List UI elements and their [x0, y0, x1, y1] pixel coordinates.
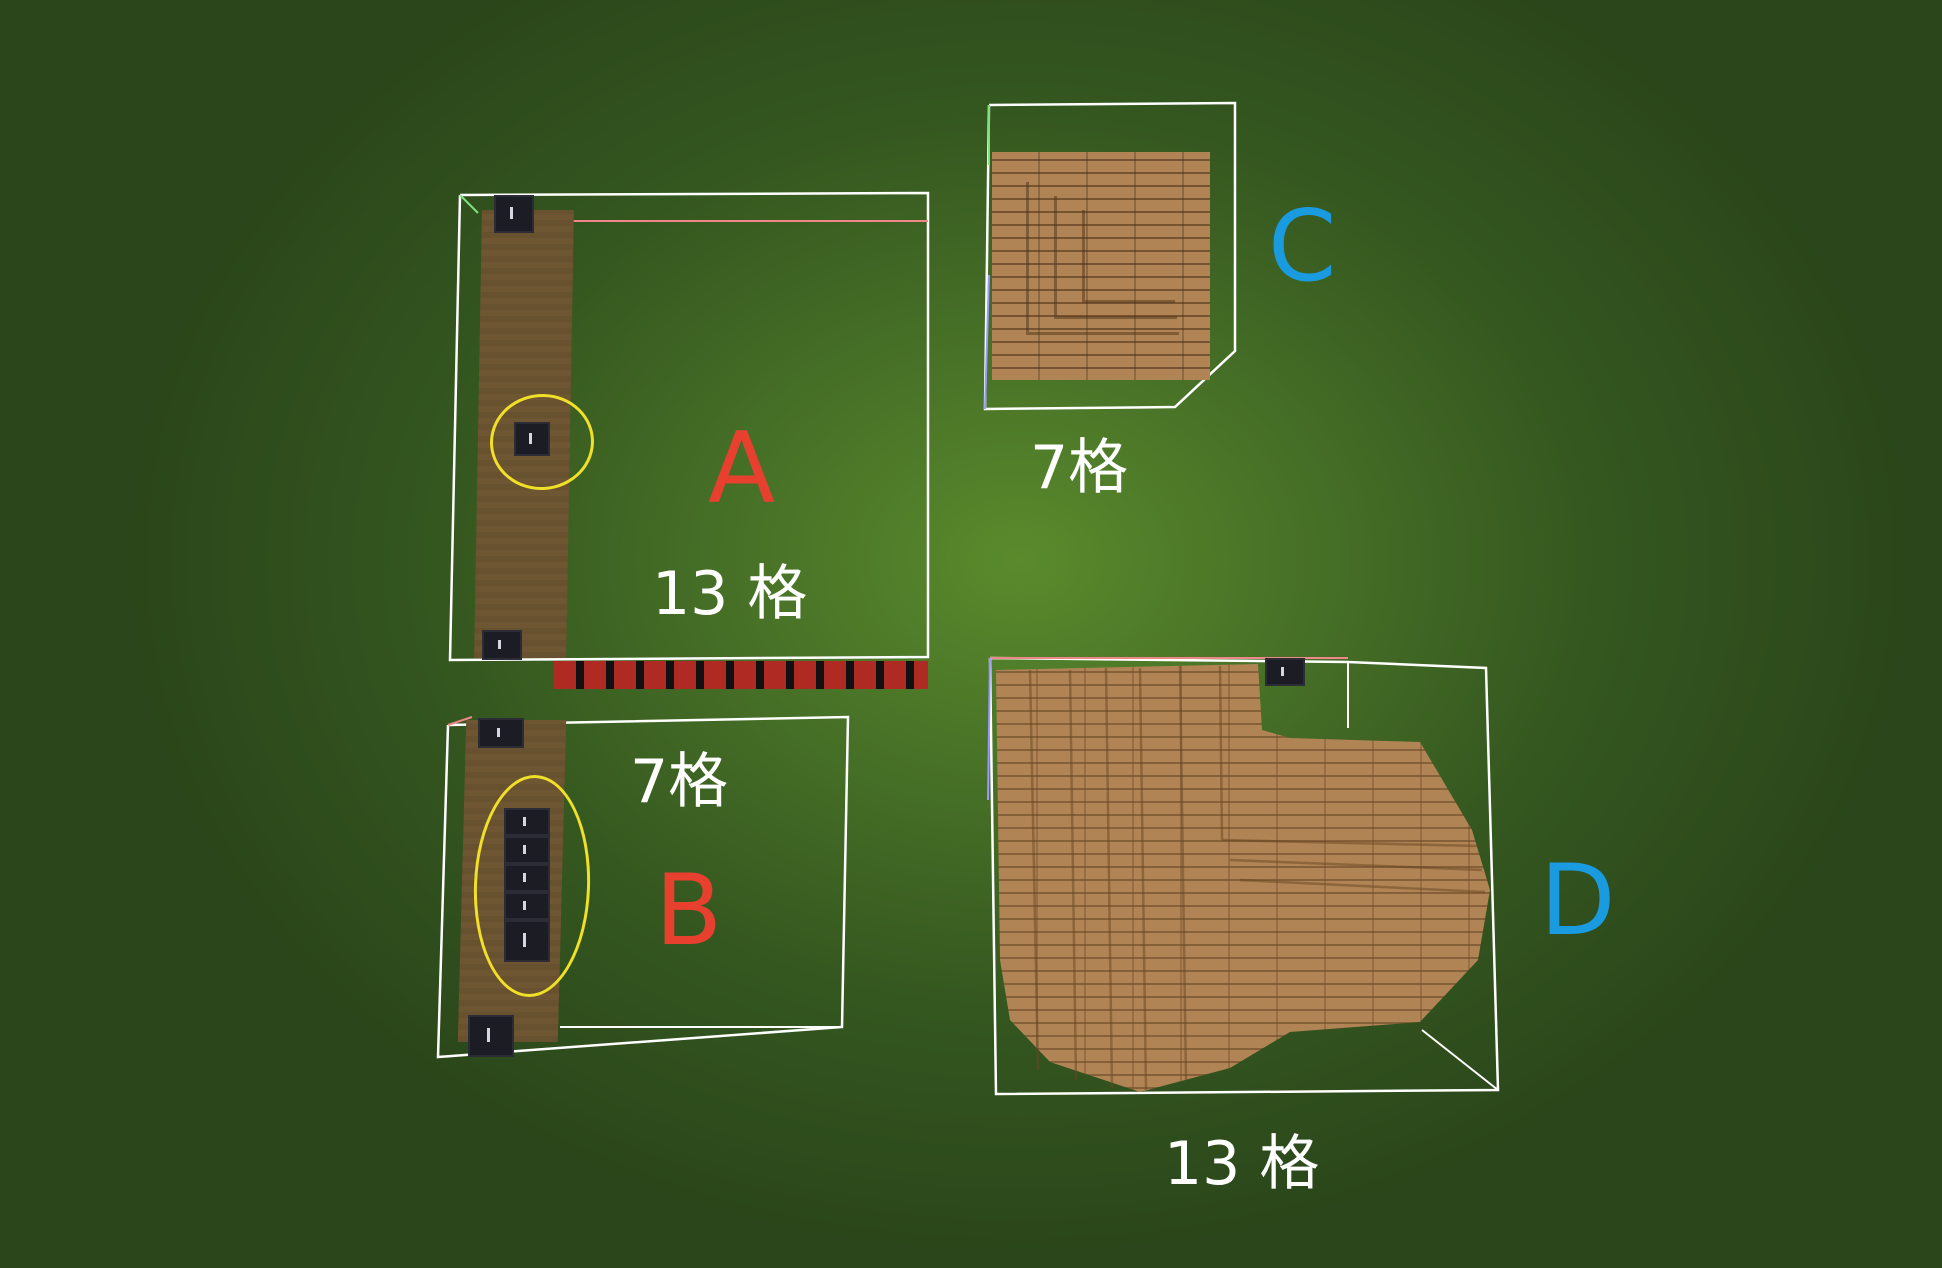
- structure-c-letter: C: [1268, 190, 1337, 304]
- wood-roof-c: [992, 152, 1210, 380]
- red-wool-row: [554, 661, 928, 689]
- command-block-icon[interactable]: [504, 920, 550, 962]
- structure-b-letter: B: [655, 854, 723, 968]
- structure-d-letter: D: [1540, 844, 1616, 958]
- command-block-icon[interactable]: [514, 422, 550, 456]
- command-block-icon[interactable]: [504, 892, 550, 920]
- command-block-icon[interactable]: [468, 1015, 514, 1057]
- command-block-icon[interactable]: [504, 864, 550, 892]
- wood-roof-d: [996, 664, 1490, 1092]
- structure-d-dimension: 13 格: [1164, 1129, 1320, 1199]
- structure-a-letter: A: [708, 412, 776, 526]
- structure-block-icon[interactable]: [1265, 658, 1305, 686]
- command-block-icon[interactable]: [504, 808, 550, 836]
- structure-a-outline: [448, 191, 930, 662]
- command-block-icon[interactable]: [482, 630, 522, 660]
- structure-c-dimension: 7格: [1030, 433, 1129, 503]
- structure-b-dimension: 7格: [630, 747, 729, 817]
- structure-block-icon[interactable]: [494, 195, 534, 233]
- command-block-icon[interactable]: [504, 836, 550, 864]
- structure-b-outline: [436, 715, 850, 1059]
- structure-block-icon[interactable]: [478, 718, 524, 748]
- structure-a-dimension: 13 格: [652, 559, 808, 629]
